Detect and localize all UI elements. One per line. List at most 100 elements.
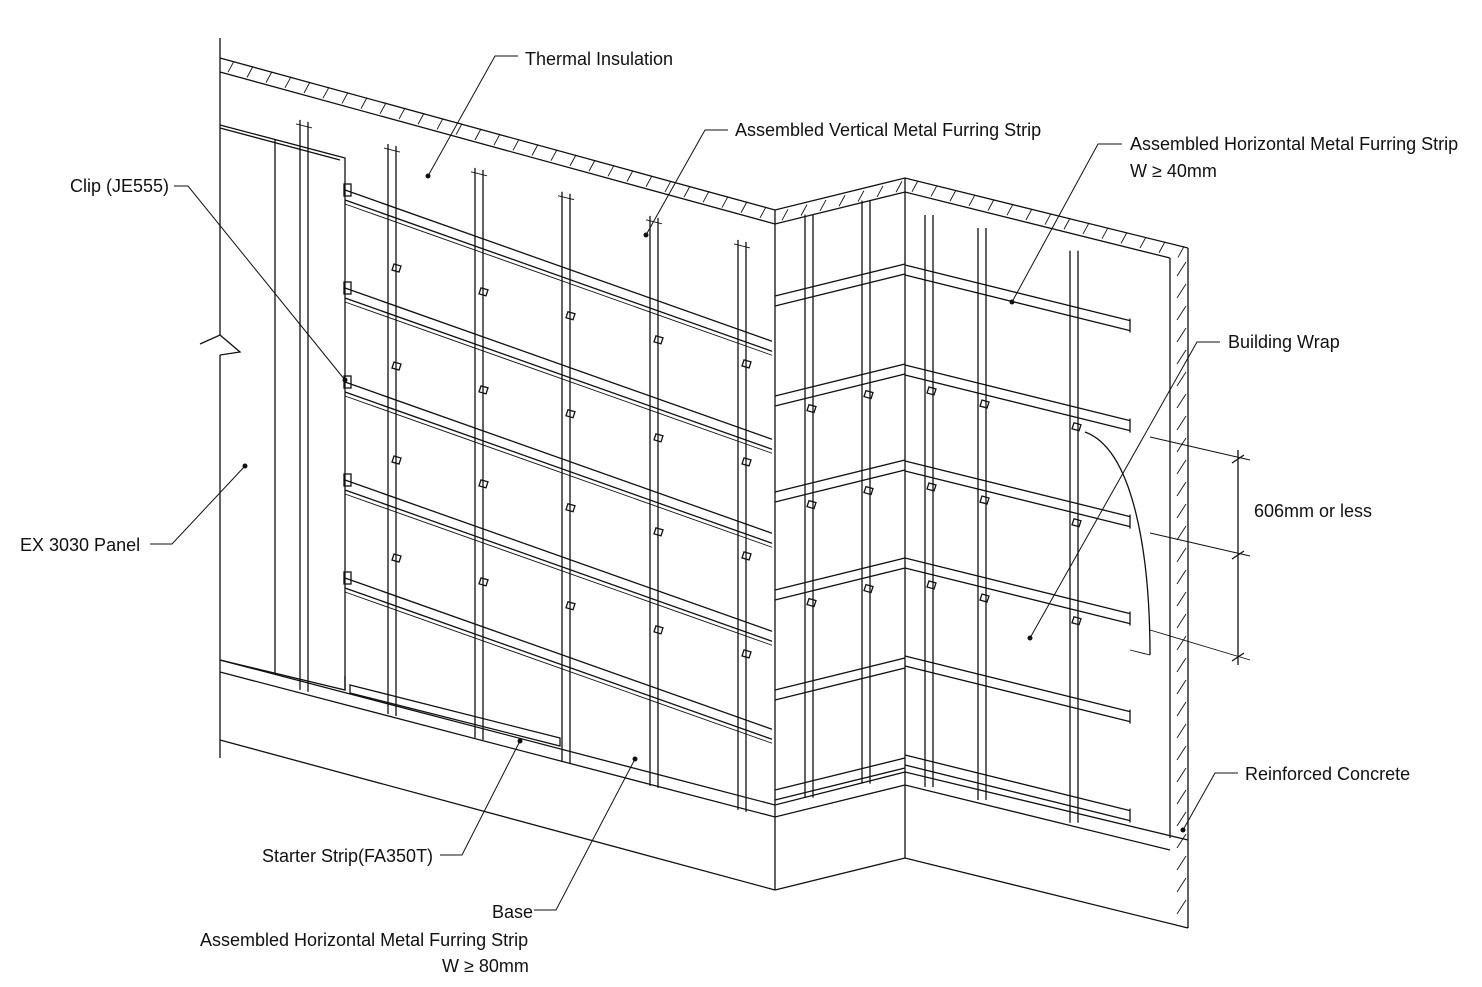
label-horizontal-furring-bottom-2: W ≥ 80mm xyxy=(442,956,529,976)
clip-icon xyxy=(741,551,752,561)
clip-icon xyxy=(863,389,874,400)
horizontal-strip-edge xyxy=(344,297,773,450)
horizontal-strip-edge xyxy=(774,373,906,407)
horizontal-strip-edge xyxy=(904,460,1131,518)
horizontal-strip-edge xyxy=(344,395,773,548)
horizontal-strip-edge xyxy=(344,189,773,342)
leader-lines xyxy=(150,55,1238,911)
clip-icon xyxy=(478,287,489,297)
hatch-mark xyxy=(1025,208,1033,221)
horizontal-strip-edge xyxy=(904,567,1131,625)
clip-icon xyxy=(806,403,817,414)
hatch-mark xyxy=(911,180,919,192)
label-building-wrap: Building Wrap xyxy=(1228,332,1340,352)
clip-icon xyxy=(653,335,664,345)
hatch-mark xyxy=(1120,232,1128,244)
horizontal-strip-edge xyxy=(904,364,1131,422)
label-thermal-insulation: Thermal Insulation xyxy=(525,49,673,69)
vertical-strip-cap xyxy=(733,243,751,249)
hatch-mark xyxy=(1176,745,1187,761)
hatch-mark xyxy=(1176,305,1187,321)
hatch-mark xyxy=(417,113,425,125)
label-vertical-furring: Assembled Vertical Metal Furring Strip xyxy=(735,120,1041,140)
horizontal-strip-edge xyxy=(344,587,773,740)
hatch-mark xyxy=(1176,811,1187,827)
base-foundation xyxy=(219,659,1189,929)
hatch-mark xyxy=(550,149,558,161)
horizontal-strip-edge xyxy=(774,757,906,791)
hatch-mark xyxy=(265,71,273,83)
building-wrap-curve xyxy=(1084,431,1151,656)
hatch-mark xyxy=(740,201,748,213)
hatch-mark xyxy=(781,209,789,221)
hatch-mark xyxy=(1176,371,1187,387)
clip-icon xyxy=(478,385,489,395)
dimension-606 xyxy=(1149,436,1251,665)
hatch-mark xyxy=(284,76,292,89)
hatch-mark xyxy=(607,165,615,177)
horizontal-strip-edge xyxy=(774,567,906,601)
hatch-mark xyxy=(1176,349,1187,365)
hatch-mark xyxy=(1044,213,1052,225)
horizontal-strip-edge xyxy=(774,273,906,307)
hatch-mark xyxy=(987,199,995,211)
label-spacing: 606mm or less xyxy=(1254,501,1372,521)
clip-icon xyxy=(741,359,752,369)
clip-icon xyxy=(806,597,817,608)
hatch-mark xyxy=(474,128,482,141)
hatch-mark xyxy=(1176,635,1187,651)
hatch-mark xyxy=(398,107,406,120)
clip-icon xyxy=(391,263,402,273)
horizontal-strip-edge xyxy=(774,767,906,801)
hatch-mark xyxy=(664,180,672,193)
horizontal-strip-edge xyxy=(774,263,906,297)
hatch-mark xyxy=(227,60,235,73)
hatch-mark xyxy=(1006,203,1014,216)
hatch-mark xyxy=(949,189,957,202)
hatch-mark xyxy=(1176,701,1187,717)
clip-icon xyxy=(741,457,752,467)
horizontal-strip-edge xyxy=(774,657,906,691)
clip-icon xyxy=(863,485,874,496)
starter-strip xyxy=(349,684,561,747)
horizontal-strip-edge xyxy=(904,470,1131,528)
horizontal-strip-edge xyxy=(904,764,1131,822)
horizontal-furring-strips xyxy=(344,189,1131,823)
hatch-mark xyxy=(819,199,827,212)
hatch-mark xyxy=(341,92,349,104)
hatch-mark xyxy=(800,204,808,216)
horizontal-strip-edge xyxy=(774,469,906,503)
clip-icon xyxy=(653,433,664,443)
labels: Thermal Insulation Assembled Vertical Me… xyxy=(20,49,1458,976)
horizontal-strip-edge xyxy=(344,489,773,642)
hatch-mark xyxy=(1176,899,1187,915)
clip-icon xyxy=(343,281,352,295)
clip-icon xyxy=(391,361,402,371)
clip-icon xyxy=(741,649,752,659)
hatch-mark xyxy=(626,170,634,182)
vertical-strip-cap xyxy=(470,171,488,177)
clip-icon xyxy=(565,502,576,513)
horizontal-strip-edge xyxy=(344,479,773,632)
hatch-mark xyxy=(1063,218,1071,230)
clip-icon xyxy=(343,183,352,197)
horizontal-strip-edge xyxy=(904,374,1131,432)
clip-icon xyxy=(565,310,576,321)
hatch-mark xyxy=(322,87,330,99)
hatch-mark xyxy=(645,175,653,187)
vertical-strip-cap xyxy=(295,123,313,129)
clip-icon xyxy=(863,583,874,594)
wall-outline xyxy=(199,38,1189,928)
horizontal-strip-edge xyxy=(344,287,773,440)
hatch-mark xyxy=(876,185,884,198)
hatch-mark xyxy=(379,102,387,115)
label-horizontal-furring-top-1: Assembled Horizontal Metal Furring Strip xyxy=(1130,134,1458,154)
hatch-mark xyxy=(588,159,596,172)
hatch-mark xyxy=(1176,283,1187,299)
clip-icon xyxy=(926,386,937,396)
label-horizontal-furring-top-2: W ≥ 40mm xyxy=(1130,161,1217,181)
horizontal-strip-edge xyxy=(774,557,906,591)
hatch-mark xyxy=(1158,241,1166,253)
hatch-mark xyxy=(303,81,311,94)
